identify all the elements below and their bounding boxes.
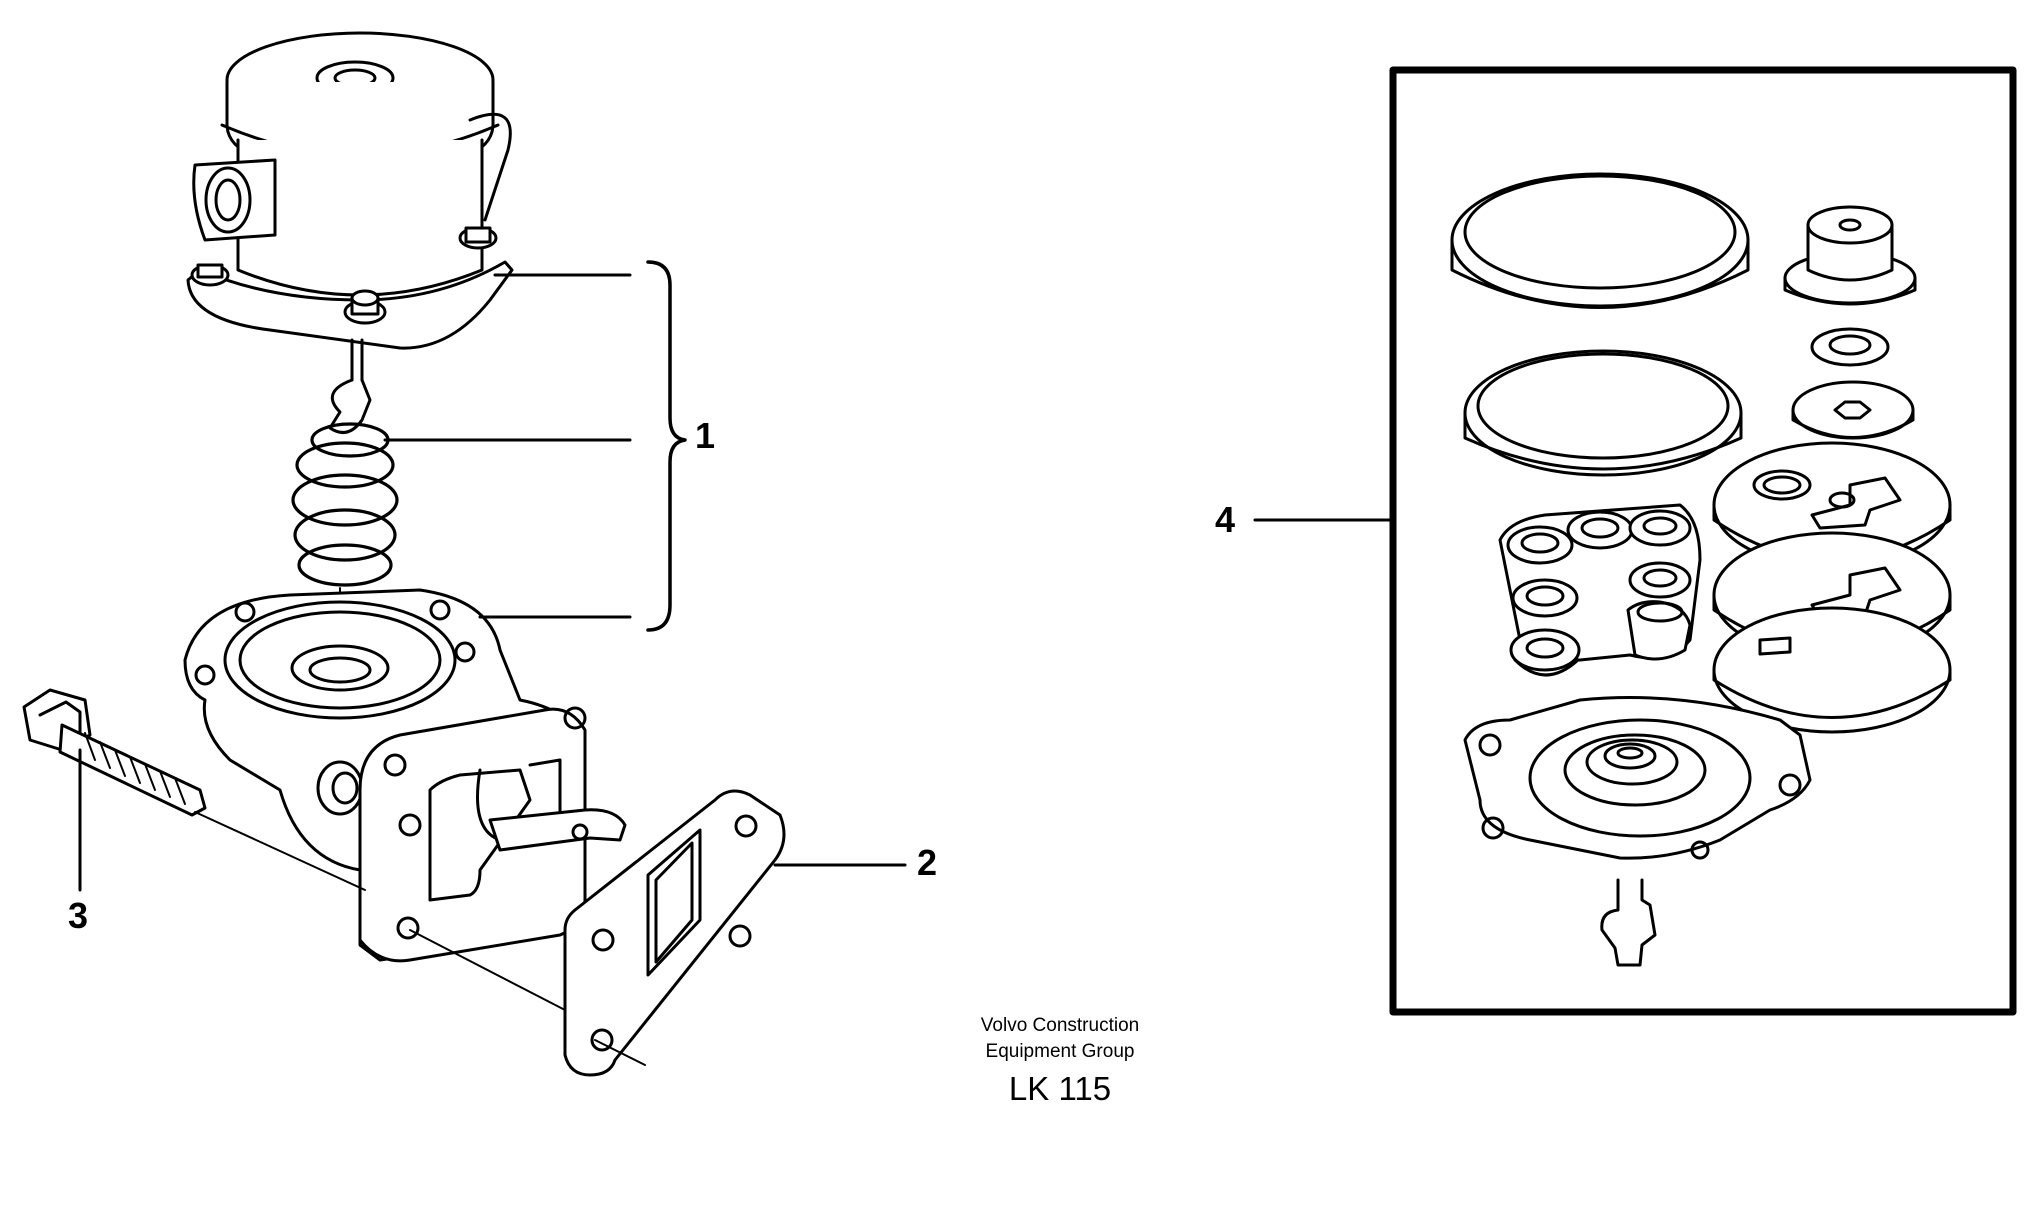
drawing-code: LK 115 [1008,1070,1112,1107]
pump-lower-body [183,588,627,963]
leader-lines-left [78,260,907,892]
pump-stem [328,338,372,434]
callout-4: 4 [1215,499,1236,540]
kit-seal-rings [1450,172,1750,477]
callout-3: 3 [68,895,89,936]
kit-valve-cap [1783,205,1917,367]
credit-line-1: Volvo Construction [980,1015,1140,1036]
kit-lower-plate [1463,696,1812,967]
pump-upper-cover [186,31,514,350]
kit-valve-cluster [1498,503,1702,677]
callout-2: 2 [917,842,938,883]
pump-bolt [22,688,207,817]
publisher-credit: Volvo Construction Equipment Group LK 11… [940,1013,1180,1109]
kit-small-disc [1791,380,1915,440]
callout-1: 1 [695,415,716,456]
kit-diaphragm-stack [1712,441,1952,734]
pump-spring [291,422,399,587]
credit-line-2: Equipment Group [985,1041,1135,1062]
pump-gasket [563,789,786,1077]
